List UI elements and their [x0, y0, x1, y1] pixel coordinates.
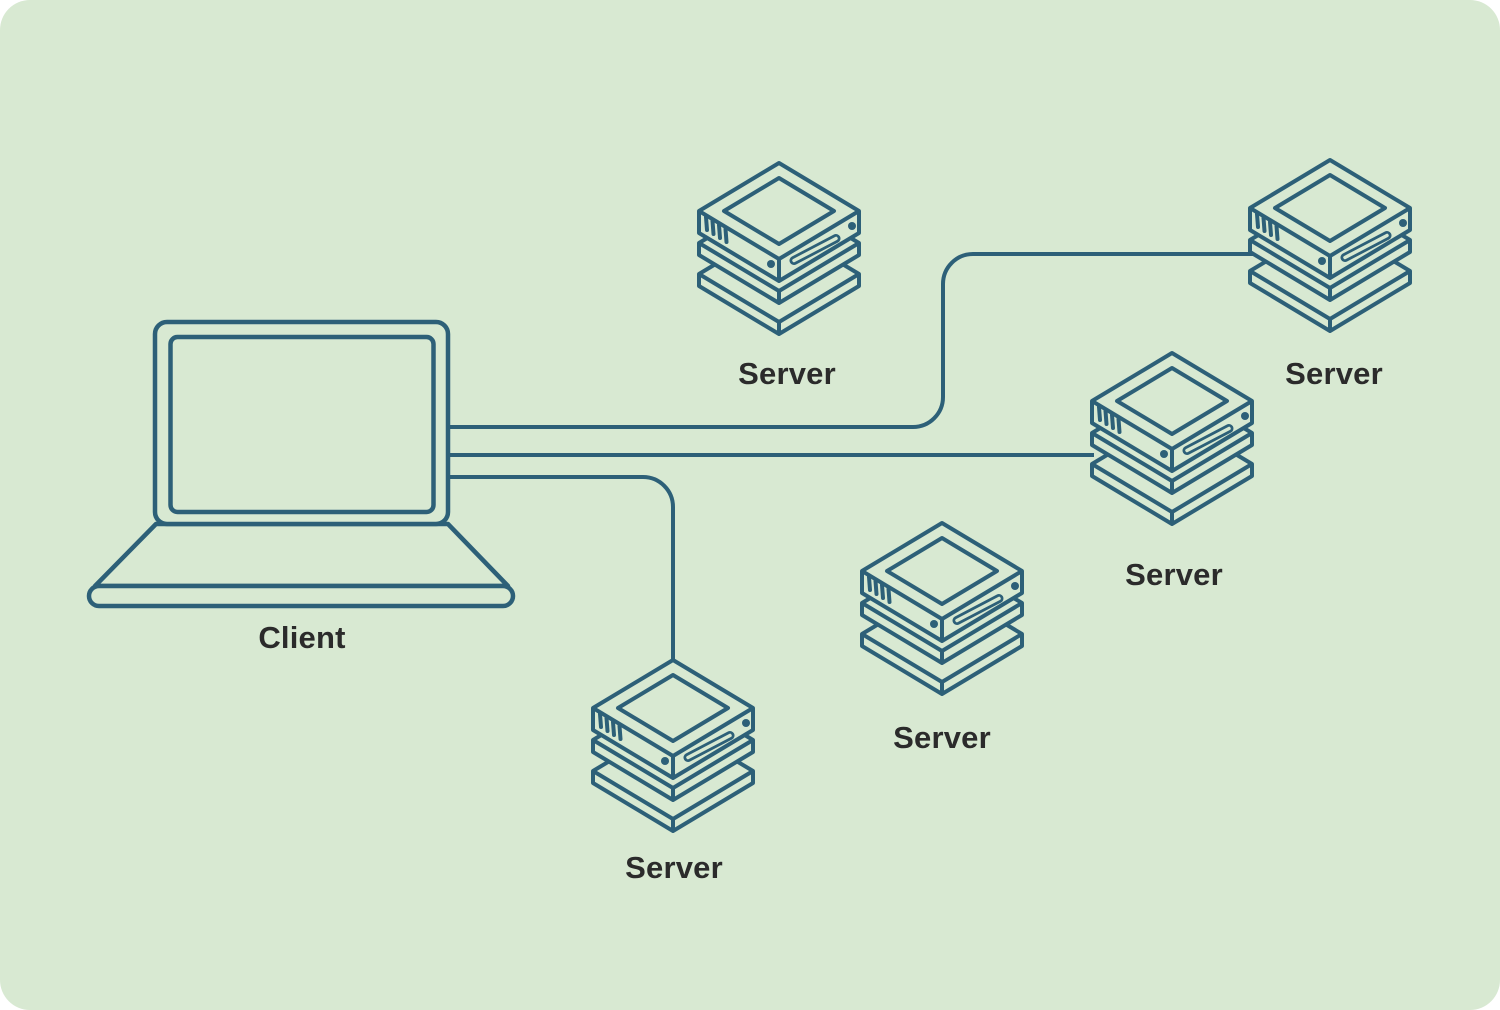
server-icon-top-middle: [699, 163, 859, 334]
server-label-top-right: Server: [1285, 356, 1383, 391]
server-icon-bottom-middle: [862, 523, 1022, 694]
server-label-top-middle: Server: [738, 356, 836, 391]
server-icon-top-right: [1250, 160, 1410, 331]
server-icon-middle-right: [1092, 353, 1252, 524]
server-label-middle-right: Server: [1125, 557, 1223, 592]
server-icon-bottom: [593, 660, 753, 831]
server-label-bottom-middle: Server: [893, 720, 991, 755]
client-laptop-icon: [86, 319, 516, 609]
server-label-bottom: Server: [625, 850, 723, 885]
connection-client-to-server-top-right: [448, 252, 1262, 429]
client-label: Client: [258, 620, 346, 655]
connection-client-to-server-bottom: [448, 475, 675, 663]
